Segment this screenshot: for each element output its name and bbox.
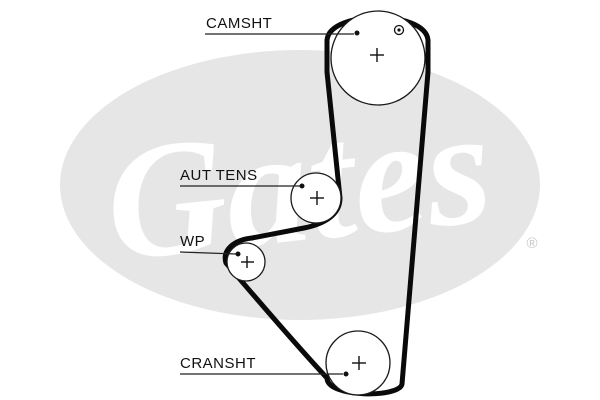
camshaft-label: CAMSHT (206, 15, 272, 32)
water-pump-label: WP (180, 233, 205, 250)
registered-mark: ® (526, 235, 537, 252)
timing-belt (222, 15, 431, 397)
camshaft-pulley (330, 10, 426, 106)
tensioner-pulley (290, 172, 342, 224)
water-pump-leader-line (179, 251, 237, 255)
water-pump-pulley (226, 242, 266, 282)
crankshaft-pulley (325, 330, 391, 396)
camshaft-pulley-ring (330, 10, 426, 106)
timing-mark-icon (393, 24, 405, 36)
crankshaft-label: CRANSHT (180, 355, 256, 372)
tensioner-label: AUT TENS (180, 167, 258, 184)
